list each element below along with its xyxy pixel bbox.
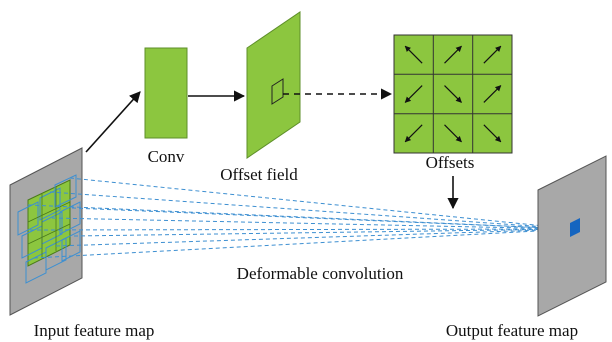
projection-line [69, 177, 575, 230]
offset-arrow [483, 45, 502, 64]
projection-lines [27, 177, 575, 259]
grid-line [27, 201, 71, 223]
offset-field-label: Offset field [220, 165, 298, 184]
sampling-cell [59, 201, 81, 235]
projection-line [55, 228, 575, 247]
offsets-grid [393, 34, 513, 154]
projection-line [33, 228, 575, 259]
conv-block [144, 47, 188, 139]
sampling-cell [45, 237, 67, 271]
input-feature-map-label: Input feature map [34, 321, 155, 340]
offsets-label: Offsets [426, 153, 475, 172]
projection-line [73, 228, 575, 237]
sampling-cell [25, 251, 47, 284]
offset-arrow [444, 85, 462, 103]
offset-arrow [404, 124, 423, 143]
grid-line [27, 223, 71, 245]
projection-line [27, 204, 575, 230]
deformable-convolution-label: Deformable convolution [237, 264, 404, 283]
projection-line [51, 217, 575, 230]
sampling-cell [61, 230, 81, 262]
sampling-grid [17, 174, 81, 284]
sampling-cell [54, 174, 77, 208]
projection-line [29, 228, 575, 231]
output-feature-map-label: Output feature map [446, 321, 578, 340]
offset-arrow [404, 45, 423, 64]
offset-arrow [404, 85, 423, 103]
input-to-conv-arrow [85, 91, 141, 153]
offset-arrow [444, 45, 462, 64]
offset-arrow [483, 85, 502, 103]
offset-arrow [444, 124, 462, 143]
offset-field-cell [271, 78, 284, 105]
conv-label: Conv [148, 147, 185, 166]
sampling-cell [39, 187, 61, 221]
output-cell [570, 218, 580, 237]
offset-arrows [404, 45, 502, 143]
projection-line [49, 191, 575, 230]
offset-arrow [483, 124, 502, 143]
